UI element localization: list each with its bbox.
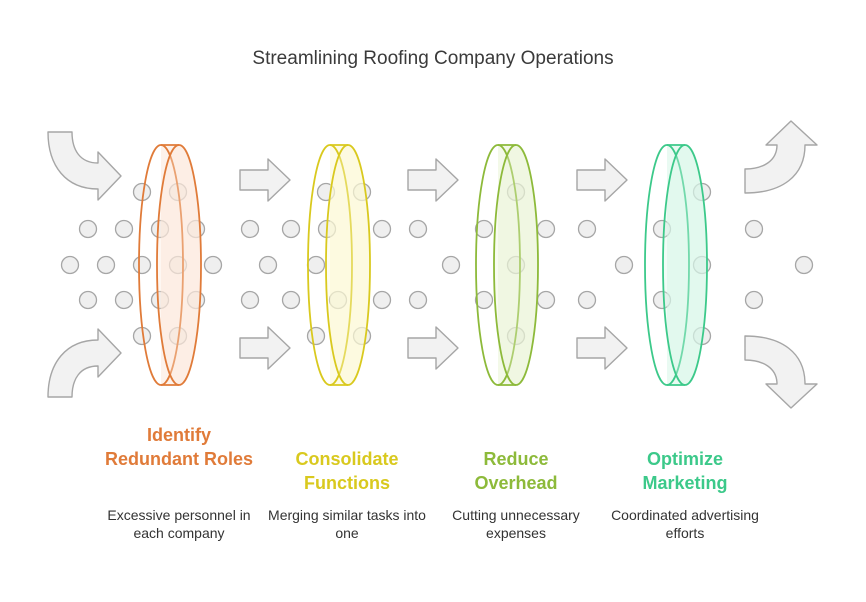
- step-1-title: Identify Redundant Roles: [104, 425, 253, 469]
- step-4-title: Optimize Marketing: [642, 449, 728, 493]
- particle-dot: [536, 290, 556, 310]
- particle-dot: [536, 219, 556, 239]
- particle-dot: [474, 290, 494, 310]
- ring-band: [667, 145, 707, 385]
- flow-arrow-icon: [239, 326, 291, 370]
- particle-dot: [78, 290, 98, 310]
- flow-arrow-icon: [576, 326, 628, 370]
- particle-dot: [408, 290, 428, 310]
- particle-dot: [114, 219, 134, 239]
- particle-dot: [794, 255, 814, 275]
- particle-dot: [240, 290, 260, 310]
- step-1-description: Excessive personnel in each company: [107, 507, 251, 541]
- ring-front-edge: [325, 144, 371, 386]
- flow-arrow-icon: [576, 158, 628, 202]
- particle-dot: [441, 255, 461, 275]
- ring-band: [161, 145, 201, 385]
- particle-dot: [306, 255, 326, 275]
- step-3-description: Cutting unnecessary expenses: [452, 507, 580, 541]
- step-3-title: Reduce Overhead: [474, 449, 558, 493]
- step-2-title: Consolidate Functions: [295, 449, 399, 493]
- particle-dot: [744, 219, 764, 239]
- curved-exit-arrow-bottom-icon: [744, 335, 818, 409]
- ring-band: [330, 145, 370, 385]
- step-2-ring: [307, 144, 371, 386]
- particle-dot: [258, 255, 278, 275]
- ring-band: [498, 145, 538, 385]
- curved-exit-arrow-top-icon: [744, 120, 818, 194]
- particle-dot: [744, 290, 764, 310]
- step-3-ring: [475, 144, 539, 386]
- flow-arrow-icon: [239, 158, 291, 202]
- particle-dot: [408, 219, 428, 239]
- step-2-description: Merging similar tasks into one: [268, 507, 426, 541]
- particle-dot: [281, 290, 301, 310]
- diagram-title: Streamlining Roofing Company Operations: [252, 48, 614, 69]
- curved-entry-arrow-top-icon: [47, 131, 122, 201]
- flow-arrow-icon: [407, 158, 459, 202]
- ring-front-edge: [156, 144, 202, 386]
- particle-dot: [372, 290, 392, 310]
- particle-dot: [60, 255, 80, 275]
- ring-front-edge: [493, 144, 539, 386]
- particle-dot: [306, 326, 326, 346]
- particle-dot: [281, 219, 301, 239]
- particle-dot: [78, 219, 98, 239]
- particle-dot: [614, 255, 634, 275]
- particle-dot: [372, 219, 392, 239]
- flow-arrow-icon: [407, 326, 459, 370]
- curved-entry-arrow-bottom-icon: [47, 328, 122, 398]
- particle-dot: [474, 219, 494, 239]
- step-4-ring: [644, 144, 708, 386]
- particle-dot: [240, 219, 260, 239]
- step-4-description: Coordinated advertising efforts: [611, 507, 759, 541]
- ring-front-edge: [662, 144, 708, 386]
- step-1-ring: [138, 144, 202, 386]
- particle-dot: [96, 255, 116, 275]
- particle-dot: [203, 255, 223, 275]
- particle-dot: [577, 219, 597, 239]
- particle-dot: [577, 290, 597, 310]
- particle-dot: [132, 255, 152, 275]
- particle-dot: [114, 290, 134, 310]
